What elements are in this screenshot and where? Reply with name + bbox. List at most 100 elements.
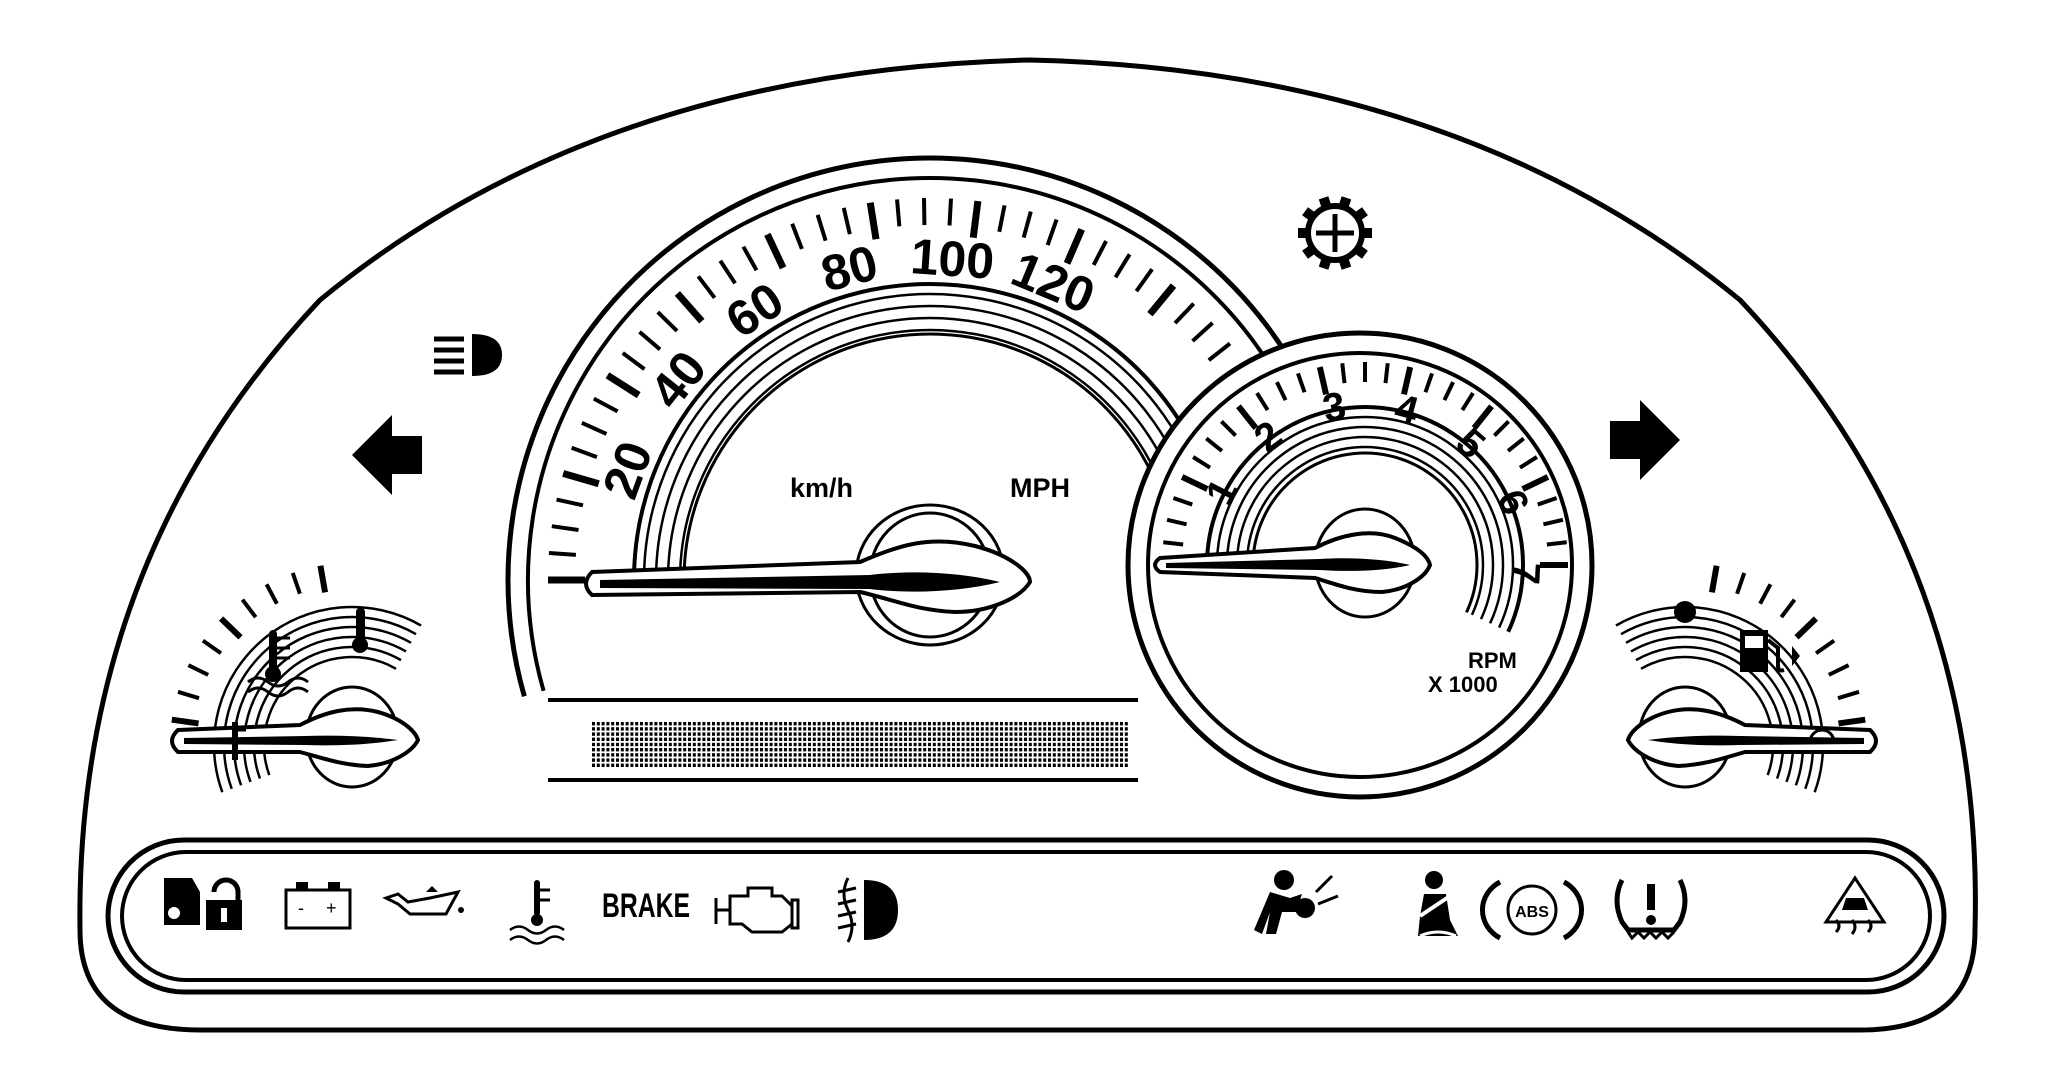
odometer-dot: [596, 732, 600, 736]
odometer-dot: [726, 737, 730, 741]
odometer-dot: [942, 742, 946, 747]
odometer-dot: [731, 727, 735, 731]
odometer-dot: [659, 727, 663, 731]
odometer-dot: [846, 758, 850, 762]
odometer-dot: [808, 727, 811, 731]
speedometer-tick: [581, 420, 608, 436]
odometer-dot: [1052, 748, 1056, 752]
odometer-dot: [966, 727, 970, 731]
odometer-dot: [1072, 727, 1075, 731]
odometer-dot: [836, 727, 840, 731]
odometer-dot: [980, 737, 984, 741]
odometer-dot: [755, 763, 759, 767]
odometer-dot: [1033, 763, 1037, 767]
odometer-dot: [755, 722, 759, 726]
odometer-dot: [956, 758, 960, 762]
odometer-dot: [611, 722, 615, 726]
gauge-tick: [1837, 689, 1860, 701]
odometer-dot: [937, 722, 941, 726]
tachometer-tick: [1163, 540, 1184, 547]
odometer-dot: [1067, 748, 1071, 752]
odometer-dot: [611, 758, 615, 762]
odometer-dot: [990, 763, 994, 767]
odometer-dot: [1124, 722, 1128, 726]
tachometer-tick: [1518, 455, 1538, 470]
odometer-dot: [865, 722, 869, 726]
odometer-dot: [822, 742, 826, 747]
odometer-dot: [865, 742, 869, 747]
odometer-dot: [928, 742, 931, 747]
odometer-dot: [616, 732, 619, 736]
odometer-dot: [1105, 722, 1109, 726]
odometer-dot: [1115, 748, 1119, 752]
odometer-dot: [726, 742, 730, 747]
odometer-dot: [745, 742, 749, 747]
gauge-tick: [1838, 716, 1866, 727]
odometer-dot: [836, 742, 840, 747]
odometer-dot: [846, 763, 850, 767]
odometer-dot: [601, 763, 605, 767]
odometer-dot: [841, 722, 845, 726]
odometer-dot: [731, 742, 735, 747]
odometer-dot: [630, 722, 634, 726]
service-gear-icon: [1298, 196, 1372, 270]
speedometer-scale-label: 40: [639, 340, 717, 418]
odometer-dot: [971, 742, 975, 747]
odometer-dot: [860, 727, 864, 731]
odometer-dot: [760, 737, 763, 741]
odometer-dot: [731, 763, 735, 767]
odometer-dot: [856, 763, 859, 767]
odometer-dot: [788, 722, 792, 726]
odometer-dot: [937, 737, 941, 741]
odometer-dot: [884, 722, 888, 726]
odometer-dot: [1100, 753, 1104, 757]
odometer-dot: [1062, 753, 1066, 757]
odometer-dot: [865, 727, 869, 731]
odometer-dot: [592, 742, 595, 747]
odometer-dot: [692, 758, 696, 762]
odometer-dot: [750, 737, 754, 741]
speedometer-tick: [1063, 228, 1085, 265]
speedometer-unit-kmh: km/h: [790, 473, 853, 503]
odometer-dot: [995, 758, 999, 762]
odometer-dot: [817, 732, 821, 736]
odometer-dot: [1043, 753, 1047, 757]
odometer-dot: [793, 753, 797, 757]
odometer-dot: [596, 742, 600, 747]
odometer-dot: [822, 763, 826, 767]
odometer-dot: [630, 763, 634, 767]
odometer-dot: [750, 753, 754, 757]
odometer-dot: [827, 758, 831, 762]
speedometer-tick: [548, 551, 577, 557]
odometer-dot: [1096, 758, 1099, 762]
odometer-dot: [808, 753, 811, 757]
odometer-dot: [1110, 737, 1114, 741]
odometer-dot: [932, 727, 936, 731]
odometer-dot: [913, 758, 917, 762]
odometer-dot: [966, 742, 970, 747]
odometer-dot: [1019, 727, 1023, 731]
odometer-dot: [870, 763, 874, 767]
cluster-housing-outer: [77, 57, 1978, 1033]
odometer-dot: [625, 737, 629, 741]
odometer-dot: [664, 763, 667, 767]
odometer-dot: [1004, 748, 1008, 752]
odometer-dot: [956, 742, 960, 747]
odometer-dot: [990, 727, 994, 731]
odometer-dot: [712, 753, 715, 757]
tachometer-tick: [1442, 381, 1455, 401]
odometer-dot: [1096, 742, 1099, 747]
odometer-dot: [1028, 763, 1032, 767]
odometer-dot: [1076, 722, 1080, 726]
odometer-dot: [1033, 732, 1037, 736]
odometer-dot: [1062, 758, 1066, 762]
odometer-dot: [707, 722, 711, 726]
odometer-dot: [836, 748, 840, 752]
odometer-dot: [774, 763, 778, 767]
odometer-dot: [760, 758, 763, 762]
odometer-dot: [860, 748, 864, 752]
odometer-dot: [760, 742, 763, 747]
speedometer-tick: [947, 198, 953, 226]
tachometer-tick: [1401, 366, 1414, 396]
odometer-dot: [712, 727, 715, 731]
